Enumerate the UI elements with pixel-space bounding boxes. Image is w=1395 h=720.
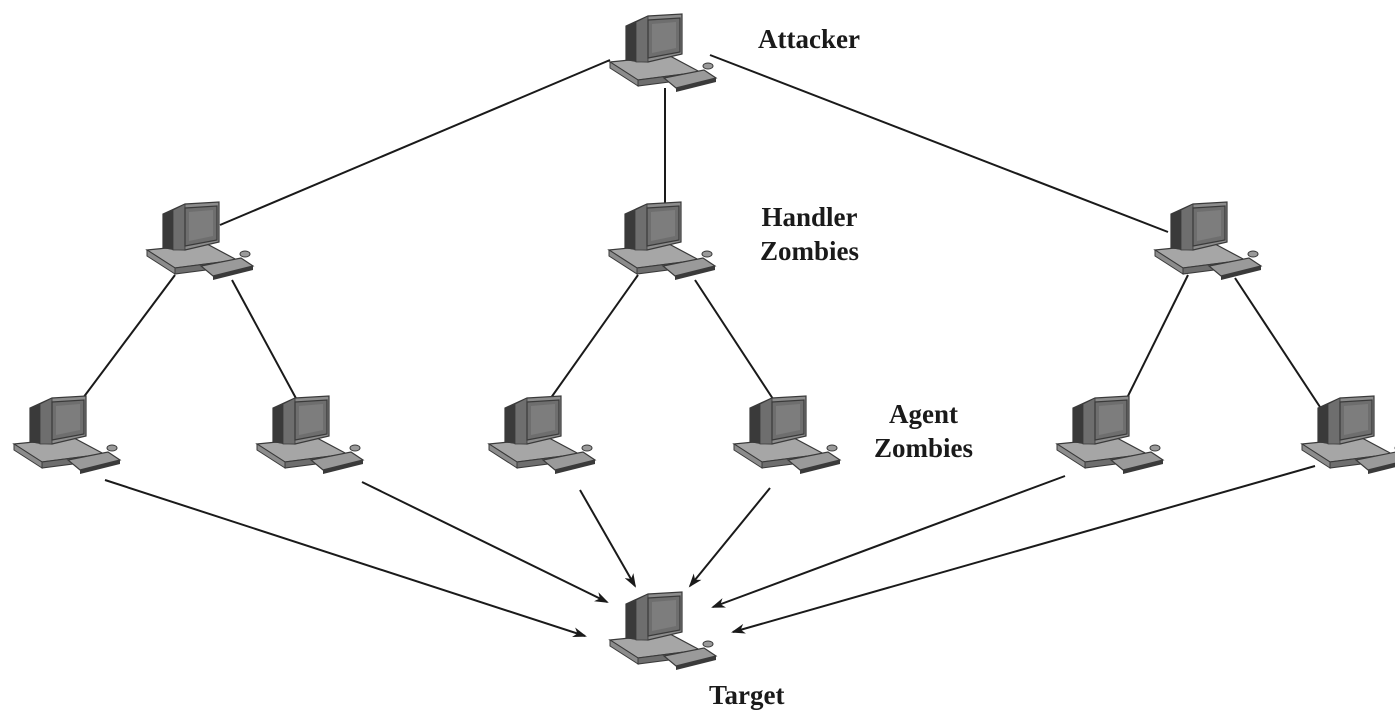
control-line-handler-3-to-agent-6 <box>1234 277 1323 411</box>
attacker-label: Attacker <box>758 22 860 56</box>
target-computer-icon <box>608 591 718 670</box>
edges-layer <box>79 54 1323 638</box>
agent-3-computer-icon <box>487 395 597 474</box>
attacker-label-text: Attacker <box>758 24 860 54</box>
control-line-attacker-to-handler-3 <box>709 54 1169 233</box>
control-line-attacker-to-handler-1 <box>219 59 611 226</box>
attack-arrow-agent-2-to-target <box>361 481 609 603</box>
nodes-layer <box>12 13 1395 670</box>
control-line-handler-2-to-agent-3 <box>547 274 639 403</box>
attack-arrow-agent-1-to-target <box>104 479 587 638</box>
attack-arrow-agent-3-to-target <box>579 489 636 588</box>
agent-1-computer-icon <box>12 395 122 474</box>
agent-5-computer-icon <box>1055 395 1165 474</box>
attack-arrow-agent-5-to-target <box>711 475 1066 608</box>
agent-label-line2: Zombies <box>874 433 974 463</box>
handler-2-computer-icon <box>607 201 717 280</box>
target-label: Target <box>709 678 785 712</box>
control-line-handler-1-to-agent-2 <box>231 279 299 403</box>
control-line-handler-3-to-agent-5 <box>1124 274 1189 403</box>
agent-4-computer-icon <box>732 395 842 474</box>
control-line-handler-1-to-agent-1 <box>79 274 176 403</box>
handler-label-line2: Zombies <box>760 236 860 266</box>
handler-1-computer-icon <box>145 201 255 280</box>
control-line-handler-2-to-agent-4 <box>694 279 776 403</box>
agent-zombies-label: Agent Zombies <box>874 397 973 465</box>
handler-zombies-label: Handler Zombies <box>760 200 859 268</box>
handler-label-line1: Handler <box>761 202 858 232</box>
agent-2-computer-icon <box>255 395 365 474</box>
attack-arrow-agent-4-to-target <box>688 487 771 588</box>
agent-label-line1: Agent <box>889 399 958 429</box>
handler-3-computer-icon <box>1153 201 1263 280</box>
attack-arrow-agent-6-to-target <box>731 465 1316 634</box>
attacker-computer-icon <box>608 13 718 92</box>
agent-6-computer-icon <box>1300 395 1395 474</box>
target-label-text: Target <box>709 680 785 710</box>
